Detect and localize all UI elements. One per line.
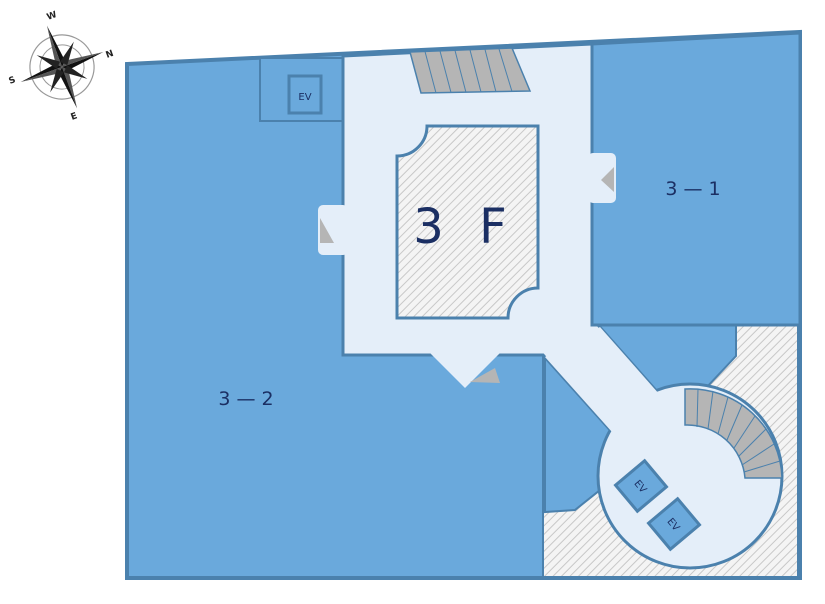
elevator-2[interactable] — [613, 458, 669, 514]
room-3-2-label: 3 — 2 — [218, 388, 273, 410]
compass-w-label: W — [46, 10, 59, 23]
central-core — [395, 124, 540, 320]
floor-label: 3 F — [413, 199, 516, 255]
compass-s-label: S — [8, 75, 18, 87]
compass-rose-icon — [20, 25, 104, 109]
compass-n-label: N — [105, 49, 116, 61]
compass-e-label: E — [70, 111, 79, 123]
door-3-1[interactable] — [588, 153, 616, 203]
elevator-1[interactable] — [287, 74, 323, 115]
elevator-3[interactable] — [646, 496, 702, 552]
elevator-1-label: EV — [298, 92, 311, 103]
stairs-spiral — [684, 388, 783, 479]
room-3-1-label: 3 — 1 — [665, 178, 720, 200]
door-3-2-south[interactable] — [430, 353, 500, 388]
stairs-top — [409, 47, 532, 94]
